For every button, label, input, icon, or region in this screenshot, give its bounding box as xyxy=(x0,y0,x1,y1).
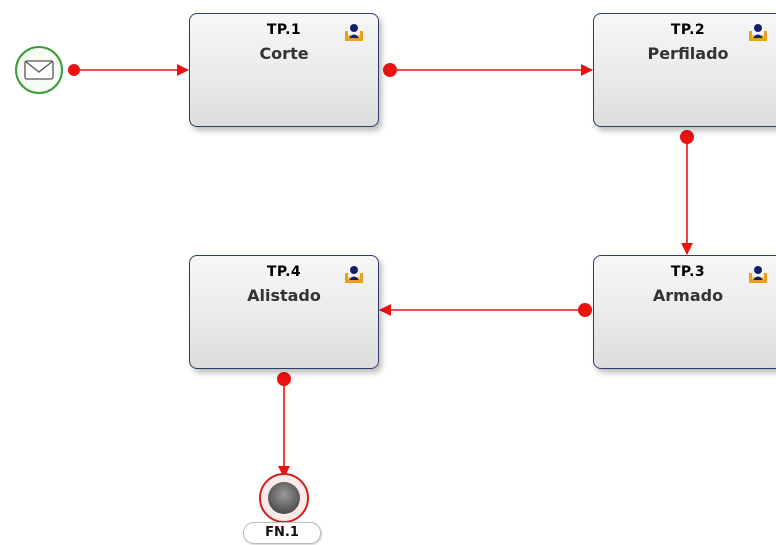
user-task-icon xyxy=(345,24,363,41)
connector-tp2-to-tp3[interactable] xyxy=(680,130,694,255)
connector-start-to-tp1[interactable] xyxy=(68,64,189,76)
task-name: Armado xyxy=(652,286,724,305)
task-code: TP.2 xyxy=(670,22,706,38)
connector-tp3-to-tp4[interactable] xyxy=(379,303,592,317)
end-event-label: FN.1 xyxy=(243,522,321,544)
connector-tp1-to-tp2[interactable] xyxy=(383,63,593,77)
task-tp4[interactable]: TP.4 Alistado xyxy=(189,255,379,369)
task-code: TP.3 xyxy=(670,264,706,280)
end-event[interactable] xyxy=(259,473,309,523)
task-tp2[interactable]: TP.2 Perfilado xyxy=(593,13,776,127)
task-code: TP.1 xyxy=(266,22,302,38)
user-task-icon xyxy=(749,266,767,283)
envelope-icon xyxy=(24,60,54,80)
task-code: TP.4 xyxy=(266,264,302,280)
connector-tp4-to-end[interactable] xyxy=(277,372,291,478)
start-message-event[interactable] xyxy=(15,46,63,94)
task-tp3[interactable]: TP.3 Armado xyxy=(593,255,776,369)
task-name: Perfilado xyxy=(647,44,729,63)
task-name: Alistado xyxy=(247,286,321,305)
task-name: Corte xyxy=(259,44,309,63)
task-tp1[interactable]: TP.1 Corte xyxy=(189,13,379,127)
user-task-icon xyxy=(749,24,767,41)
user-task-icon xyxy=(345,266,363,283)
